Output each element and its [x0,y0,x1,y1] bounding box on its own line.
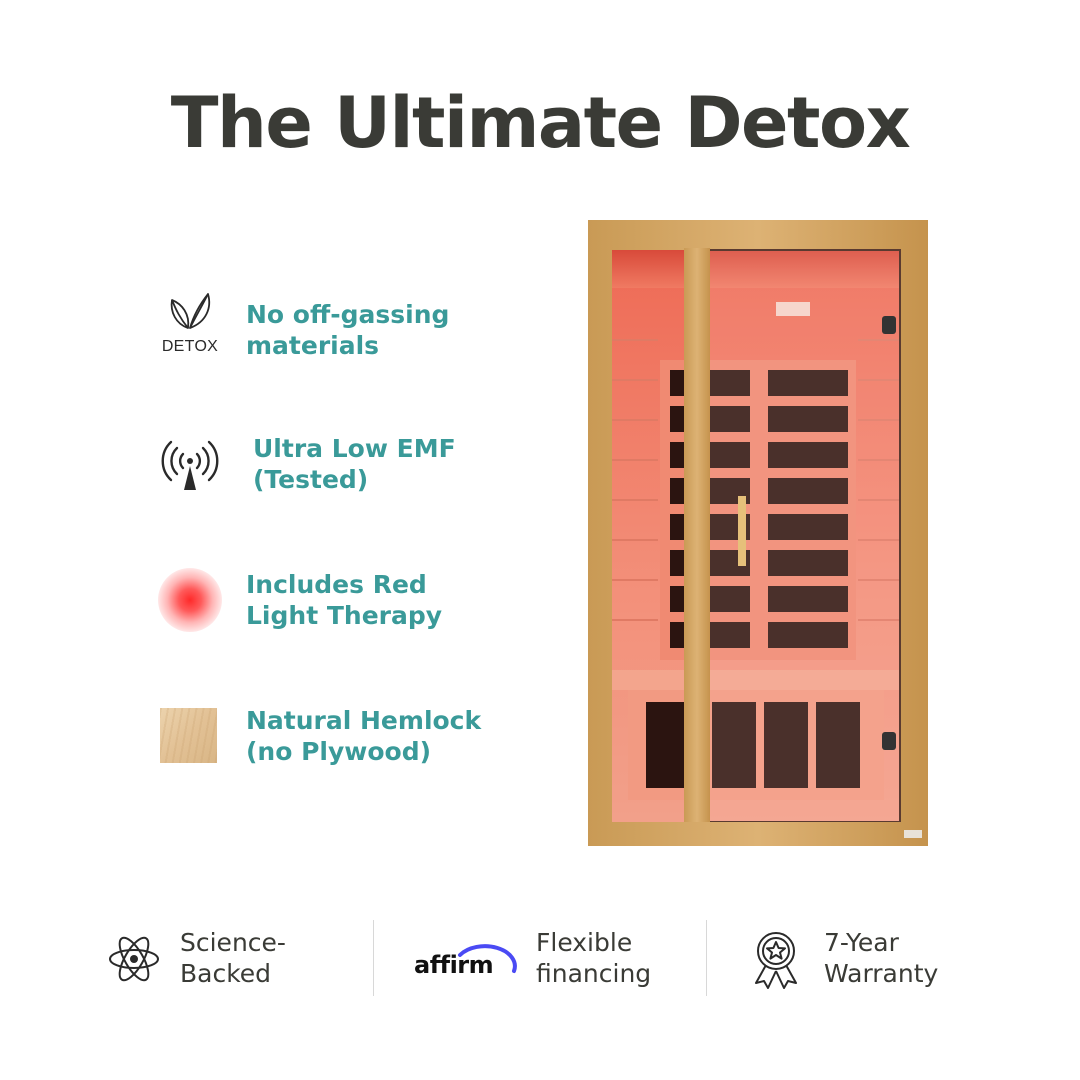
affirm-wordmark: affirm [414,951,494,979]
feature-label: Ultra Low EMF (Tested) [253,434,456,494]
divider [706,920,707,996]
feature-red-light: Includes Red Light Therapy [150,560,530,640]
benefit-label: 7-Year Warranty [824,928,939,988]
feature-label: Natural Hemlock (no Plywood) [246,706,482,766]
wood-texture [160,708,217,763]
feature-label: Includes Red Light Therapy [246,570,443,630]
detox-caption: DETOX [161,338,219,355]
leaf-icon: DETOX [150,290,230,370]
feature-label: No off-gassing materials [246,300,450,360]
benefit-label: Science- Backed [180,928,286,988]
page-title: The Ultimate Detox [170,82,911,164]
feature-low-emf: Ultra Low EMF (Tested) [150,424,530,504]
award-ribbon-icon [748,927,804,989]
sauna-product-image [588,220,928,846]
red-light-glow [158,568,222,632]
bottom-benefits-bar: Science- Backed affirm Flexible financin… [0,915,1080,1000]
feature-no-offgassing: DETOX No off-gassing materials [150,290,530,370]
affirm-logo: affirm [414,937,518,983]
red-light-icon [150,560,230,640]
antenna-signal-icon [150,424,230,504]
divider [373,920,374,996]
benefit-label: Flexible financing [536,928,652,988]
atom-icon [104,929,164,989]
wood-swatch-icon [150,696,230,776]
feature-natural-hemlock: Natural Hemlock (no Plywood) [150,696,530,776]
